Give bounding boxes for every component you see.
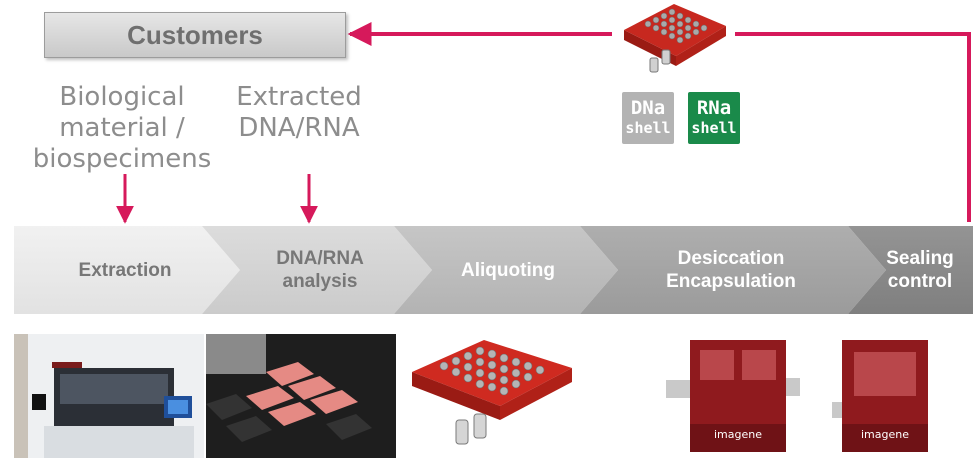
return-arrow <box>347 22 971 222</box>
extraction-lab-photo <box>14 334 204 458</box>
rna-shell-logo: RNa shell <box>688 92 740 144</box>
machine-brand-label: imagene <box>713 428 762 441</box>
rna-shell-logo-line1: RNa <box>696 97 732 119</box>
machine-brand-label: imagene <box>860 428 909 441</box>
imagene-machine-2-brand: imagene <box>842 428 928 441</box>
step-label: Sealing control <box>886 248 954 292</box>
analysis-plates-photo <box>206 334 396 458</box>
step-chevron-analysis <box>202 226 432 314</box>
step-label: DNA/RNA analysis <box>276 248 364 292</box>
step-aliquoting: Aliquoting <box>438 226 578 314</box>
step-chevron-sealing <box>848 226 973 314</box>
customers-box: Customers <box>44 12 346 58</box>
input-extracted-dna-rna: Extracted DNA/RNA <box>224 82 374 144</box>
process-chevrons <box>14 226 973 314</box>
step-chevron-desiccation <box>580 226 886 314</box>
dna-shell-logo-line2: shell <box>625 119 671 137</box>
imagene-machine-1 <box>666 340 800 452</box>
input-biological-material: Biological material / biospecimens <box>24 82 220 175</box>
input-label-text: Biological material / biospecimens <box>32 82 212 174</box>
step-chevron-aliquoting <box>394 226 618 314</box>
customers-label: Customers <box>127 19 263 50</box>
step-label: Aliquoting <box>461 259 555 281</box>
step-dna-rna-analysis: DNA/RNA analysis <box>250 226 390 314</box>
dna-shell-logo: DNa shell <box>622 92 674 144</box>
rna-shell-logo-line2: shell <box>691 119 737 137</box>
imagene-machine-2 <box>832 340 928 452</box>
step-label: Desiccation Encapsulation <box>666 248 796 292</box>
step-chevron-extraction <box>14 226 240 314</box>
dna-shell-logo-line1: DNa <box>630 97 666 119</box>
step-extraction: Extraction <box>30 226 220 314</box>
aliquot-plate-image <box>412 340 572 445</box>
step-sealing-control: Sealing control <box>870 226 970 314</box>
step-desiccation-encapsulation: Desiccation Encapsulation <box>626 226 836 314</box>
input-label-text: Extracted DNA/RNA <box>236 82 362 143</box>
imagene-machine-1-brand: imagene <box>690 428 786 441</box>
step-label: Extraction <box>78 259 172 281</box>
storage-plate-image <box>624 4 726 73</box>
